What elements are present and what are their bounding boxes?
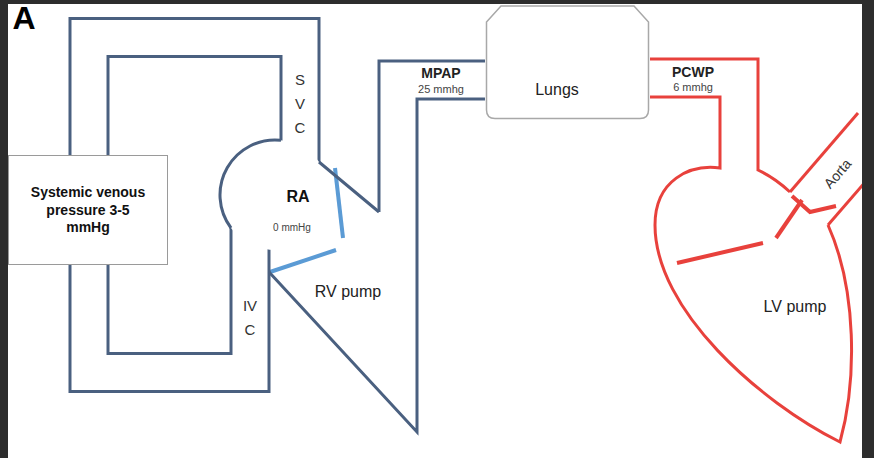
right-atrium: RA 0 mmHg [220, 140, 330, 250]
panel-letter: A [12, 2, 35, 34]
pressure-name: PCWP [672, 64, 714, 80]
pressure-value: 0 mmHg [273, 222, 311, 234]
pressure-value: 6 mmhg [673, 81, 713, 94]
vessel-lumen [398, 80, 485, 212]
organ-outline [487, 6, 649, 119]
mitral-valve [677, 243, 763, 263]
vessel-lumen [650, 78, 739, 140]
tricuspid-valve [270, 250, 336, 272]
vessel-connector [398, 80, 485, 212]
lungs-box: Lungs [485, 2, 650, 120]
vessel-connector [650, 78, 739, 140]
organ-name: Lungs [535, 80, 579, 99]
shape-outline [262, 212, 422, 437]
mitral-valve [776, 200, 802, 238]
vessel-wall [398, 80, 485, 212]
chamber-fill [220, 140, 330, 250]
pressure-value: 25 mmhg [418, 83, 464, 96]
vessel-name: Aorta [821, 156, 855, 191]
aorta-wall [790, 113, 858, 192]
shape-outline [485, 2, 650, 120]
chamber-name: RA [286, 187, 309, 206]
chamber-name: RV pump [315, 282, 381, 301]
chamber-name: LV pump [764, 297, 827, 316]
right-ventricle: RV pump [262, 212, 422, 437]
chamber-wall [220, 140, 281, 228]
vessel-name: SVC [293, 68, 308, 140]
box-text: Systemic venous pressure 3-5 mmHg [23, 184, 153, 237]
pressure-name: MPAP [421, 65, 460, 81]
chamber-wall [655, 140, 852, 442]
pressure-box: Systemic venous pressure 3-5 mmHg [8, 155, 168, 265]
vessel-name: IVC [243, 294, 258, 342]
vessel-wall [650, 78, 739, 140]
chamber-wall [269, 162, 417, 432]
shape-outline [220, 140, 330, 250]
aortic-valve [792, 196, 836, 212]
